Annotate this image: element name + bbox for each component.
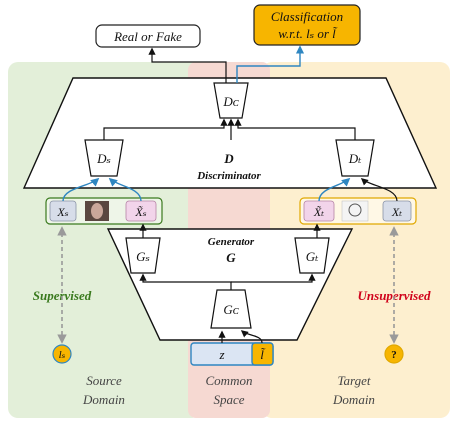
- question-circle-label: ?: [391, 349, 397, 361]
- xs-hat-label: X̃ₛ: [134, 205, 146, 219]
- classification-box: [253, 4, 361, 46]
- question-circle: [384, 344, 404, 364]
- ds-label: Dₛ: [96, 151, 111, 166]
- gc-to-gt-arrow: [231, 273, 316, 283]
- ls-circle: [52, 344, 72, 364]
- target-face-shape: [348, 203, 362, 217]
- xt-hat-to-dt-arrow: [318, 177, 351, 202]
- generator-trapezoid: [106, 228, 354, 341]
- z-label: z: [218, 347, 224, 362]
- dt-to-dc-arrow: [234, 118, 356, 140]
- dc-label: Dᴄ: [222, 94, 239, 109]
- target-face-image: [341, 200, 369, 222]
- ds-to-dc-arrow: [103, 118, 228, 140]
- target-domain-label-line1: Target: [338, 373, 371, 388]
- l-tilde-to-gc-arrow: [240, 330, 263, 344]
- gc-block: [210, 289, 252, 329]
- source-domain-label-line1: Source: [86, 373, 122, 388]
- gs-label: Gₛ: [136, 249, 150, 264]
- common-space-label-line2: Space: [213, 392, 244, 407]
- xt-to-dt-arrow: [360, 178, 398, 202]
- xt-hat-label: X̃ₜ: [313, 205, 324, 219]
- gs-block: [125, 237, 161, 274]
- ds-block: [84, 139, 124, 177]
- discriminator-subtitle: Discriminator: [196, 170, 261, 182]
- discriminator-trapezoid: [22, 77, 438, 189]
- source-face-shape: [91, 203, 103, 219]
- classification-label-line2: w.r.t. lₛ or l̃: [278, 26, 338, 41]
- gt-label: Gₜ: [306, 249, 319, 264]
- xs-hat-to-ds-arrow: [108, 177, 142, 202]
- real-or-fake-box: [95, 24, 201, 48]
- xt-label: Xₜ: [391, 205, 402, 219]
- discriminator-title: D: [223, 151, 234, 166]
- xs-label: Xₛ: [56, 205, 68, 219]
- target-domain-label-line2: Domain: [332, 392, 375, 407]
- ls-circle-label: lₛ: [59, 349, 66, 361]
- dt-block: [335, 139, 375, 177]
- xs-to-ds-arrow: [62, 177, 100, 202]
- generator-title: G: [226, 250, 236, 265]
- gc-to-gs-arrow: [139, 273, 232, 290]
- real-or-fake-label: Real or Fake: [113, 29, 182, 44]
- gt-block: [294, 237, 330, 274]
- l-tilde-label: l̃: [260, 347, 266, 362]
- source-domain-label-line2: Domain: [82, 392, 125, 407]
- gc-label: Gᴄ: [223, 302, 239, 317]
- dt-label: Dₜ: [348, 151, 362, 166]
- generator-subtitle: Generator: [208, 236, 255, 248]
- classification-label-line1: Classification: [271, 9, 343, 24]
- common-space-label-line1: Common: [206, 373, 253, 388]
- dc-to-classification-arrow: [236, 45, 305, 83]
- dc-to-real-fake-arrow: [148, 47, 227, 83]
